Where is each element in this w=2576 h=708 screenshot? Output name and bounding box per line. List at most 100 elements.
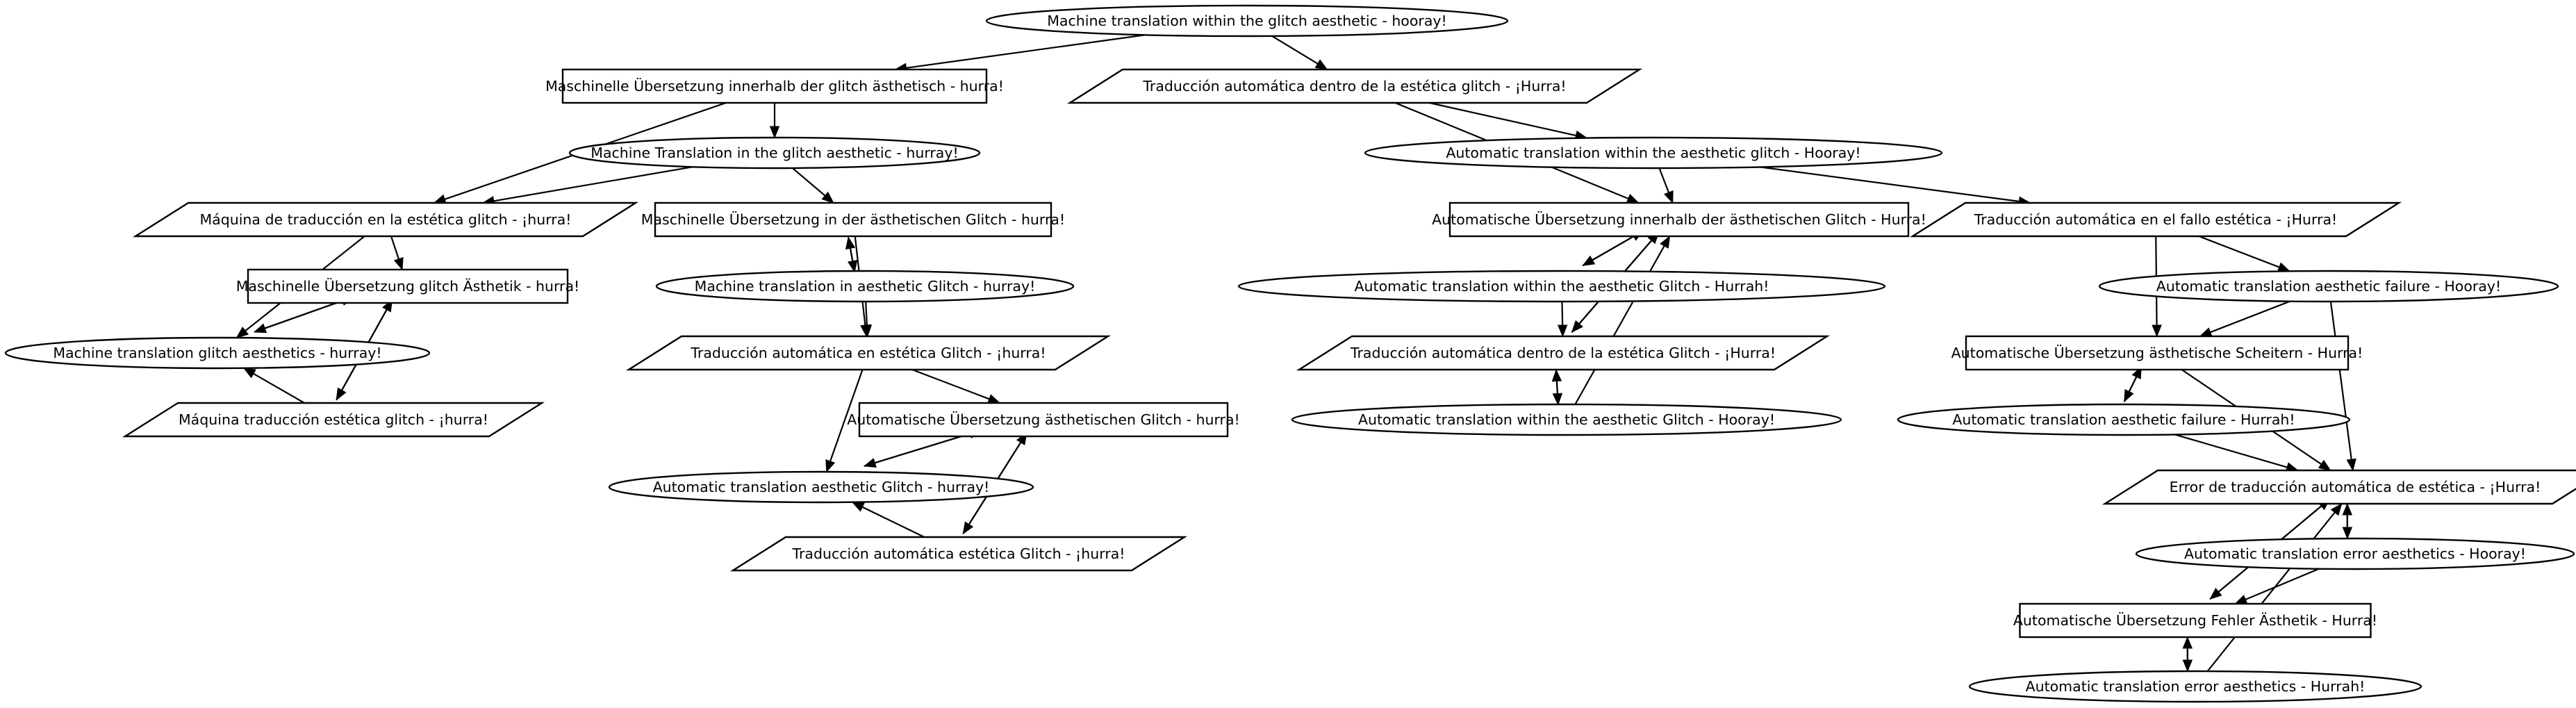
node-label: Maschinelle Übersetzung innerhalb der gl… bbox=[545, 77, 1004, 94]
edge-line bbox=[493, 166, 693, 202]
arrowhead-icon bbox=[1551, 369, 1562, 382]
arrowhead-icon bbox=[1664, 190, 1674, 204]
box-shape bbox=[1965, 335, 2350, 371]
box-shape bbox=[2019, 602, 2372, 639]
arrowhead-icon bbox=[821, 191, 834, 204]
node-label: Machine Translation in the glitch aesthe… bbox=[591, 145, 958, 161]
edge-n10-to-n11 bbox=[911, 368, 1001, 404]
parallelogram-shape bbox=[132, 201, 639, 238]
node-label: Automatic translation within the aesthet… bbox=[1446, 145, 1860, 161]
arrowhead-icon bbox=[1626, 194, 1640, 204]
edge-line bbox=[849, 248, 856, 272]
node-maquina-de-traduccion-en-la-estetica-glitch-hurra: Máquina de traducción en la estética gli… bbox=[132, 201, 639, 238]
ellipse-shape bbox=[4, 336, 431, 370]
node-label: Machine translation in aesthetic Glitch … bbox=[695, 278, 1036, 295]
edge-line bbox=[390, 236, 399, 260]
node-label: Traducción automática en el fallo estéti… bbox=[1974, 211, 2338, 228]
node-automatische-ubersetzung-fehler-asthetik-hurra: Automatische Übersetzung Fehler Ästhetik… bbox=[2013, 602, 2377, 639]
arrowhead-icon bbox=[987, 394, 1001, 404]
node-label: Automatische Übersetzung Fehler Ästhetik… bbox=[2013, 611, 2377, 629]
arrowhead-icon bbox=[2346, 458, 2356, 472]
arrowhead-icon bbox=[2234, 594, 2248, 604]
edge-n22-to-n23 bbox=[2174, 434, 2299, 472]
edge-line bbox=[864, 433, 971, 467]
edge-line bbox=[792, 167, 826, 197]
edge-n14-to-n15 bbox=[1658, 167, 1674, 204]
edge-line bbox=[911, 368, 990, 400]
node-label: Automatic translation aesthetic failure … bbox=[1952, 411, 2295, 428]
edge-n3-to-n5 bbox=[792, 167, 834, 204]
node-label: Automatic translation error aesthetics -… bbox=[2184, 545, 2526, 562]
node-maquina-traduccion-estetica-glitch-hurra: Máquina traducción estética glitch - ¡hu… bbox=[122, 402, 545, 438]
box-shape bbox=[561, 68, 988, 104]
parallelogram-shape bbox=[729, 536, 1188, 572]
node-label: Traducción automática estética Glitch - … bbox=[791, 545, 1125, 562]
node-label: Automatic translation within the aesthet… bbox=[1355, 278, 1769, 295]
parallelogram-shape bbox=[1909, 201, 2402, 238]
arrowhead-icon bbox=[1557, 324, 1568, 338]
node-error-de-traduccion-automatica-de-estetica-hurra: Error de traducción automática de estéti… bbox=[2102, 469, 2576, 505]
ellipse-shape bbox=[1364, 136, 1943, 170]
edge-line bbox=[2210, 300, 2290, 334]
edge-n14-to-n16 bbox=[1760, 166, 2031, 207]
box-shape bbox=[1448, 201, 1910, 238]
arrowhead-icon bbox=[845, 236, 856, 250]
parallelogram-shape bbox=[1066, 68, 1643, 104]
arrowhead-icon bbox=[2199, 327, 2213, 337]
node-automatische-ubersetzung-asthetischen-glitch-hurra: Automatische Übersetzung ästhetischen Gl… bbox=[847, 402, 1240, 438]
node-traduccion-automatica-dentro-de-la-estetica-glitch-hurra: Traducción automática dentro de la estét… bbox=[1066, 68, 1643, 104]
edge-line bbox=[906, 34, 1146, 69]
arrowhead-icon bbox=[236, 327, 249, 338]
edge-line bbox=[1574, 245, 1665, 405]
node-machine-translation-in-aesthetic-glitch-hurray: Machine translation in aesthetic Glitch … bbox=[655, 270, 1075, 303]
ellipse-shape bbox=[2135, 537, 2575, 570]
ellipse-shape bbox=[568, 136, 981, 170]
edge-n4-to-n6 bbox=[390, 236, 404, 271]
arrowhead-icon bbox=[2182, 636, 2193, 649]
node-automatic-translation-error-aesthetics-hooray: Automatic translation error aesthetics -… bbox=[2135, 537, 2575, 570]
node-traduccion-automatica-en-el-fallo-estetica-hurra: Traducción automática en el fallo estéti… bbox=[1909, 201, 2402, 238]
node-label: Maschinelle Übersetzung glitch Ästhetik … bbox=[236, 277, 580, 295]
edge-line bbox=[1555, 381, 1559, 405]
ellipse-shape bbox=[1897, 403, 2351, 436]
node-traduccion-automatica-dentro-de-la-estetica-glitch-hurra: Traducción automática dentro de la estét… bbox=[1296, 335, 1831, 371]
node-maschinelle-ubersetzung-in-der-asthetischen-glitch-hurra: Maschinelle Übersetzung in der ästhetisc… bbox=[641, 201, 1065, 238]
edge-n26-to-n25 bbox=[2182, 636, 2193, 672]
arrowhead-icon bbox=[851, 502, 865, 512]
edge-n1-to-n3 bbox=[769, 103, 780, 139]
ellipse-shape bbox=[2098, 270, 2559, 303]
edge-n8-to-n7 bbox=[242, 368, 305, 404]
box-shape bbox=[858, 402, 1229, 438]
node-label: Machine translation within the glitch ae… bbox=[1047, 13, 1447, 29]
edge-line bbox=[2174, 434, 2288, 468]
node-label: Automatische Übersetzung ästhetische Sch… bbox=[1951, 344, 2363, 361]
arrowhead-icon bbox=[1660, 235, 1671, 249]
node-automatische-ubersetzung-innerhalb-der-asthetischen-glitch-hurra: Automatische Übersetzung innerhalb der ä… bbox=[1432, 201, 1926, 238]
edge-line bbox=[865, 301, 868, 326]
edge-n0-to-n1 bbox=[894, 34, 1146, 73]
ellipse-shape bbox=[1237, 270, 1886, 303]
node-traduccion-automatica-estetica-glitch-hurra: Traducción automática estética Glitch - … bbox=[729, 536, 1188, 572]
ellipse-shape bbox=[1968, 670, 2422, 703]
arrowhead-icon bbox=[393, 257, 404, 271]
node-automatic-translation-aesthetic-failure-hooray: Automatic translation aesthetic failure … bbox=[2098, 270, 2559, 303]
node-label: Automatic translation aesthetic failure … bbox=[2156, 278, 2501, 295]
edge-line bbox=[2329, 301, 2352, 460]
node-machine-translation-glitch-aesthetics-hurray: Machine translation glitch aesthetics - … bbox=[4, 336, 431, 370]
node-label: Máquina traducción estética glitch - ¡hu… bbox=[179, 411, 488, 428]
node-maschinelle-ubersetzung-glitch-asthetik-hurra: Maschinelle Übersetzung glitch Ästhetik … bbox=[236, 268, 580, 304]
node-label: Traducción automática dentro de la estét… bbox=[1350, 345, 1776, 361]
arrowhead-icon bbox=[2277, 262, 2291, 272]
parallelogram-shape bbox=[2102, 469, 2576, 505]
edge-n24-to-n23 bbox=[2342, 502, 2353, 539]
edge-line bbox=[861, 506, 925, 538]
node-automatic-translation-within-the-aesthetic-glitch-hooray: Automatic translation within the aesthet… bbox=[1364, 136, 1943, 170]
node-label: Maschinelle Übersetzung in der ästhetisc… bbox=[641, 211, 1065, 228]
edge-n20-to-n21 bbox=[2199, 300, 2290, 337]
edge-n9-to-n5 bbox=[845, 236, 856, 272]
ellipse-shape bbox=[608, 470, 1034, 504]
edge-line bbox=[2206, 511, 2336, 672]
arrowhead-icon bbox=[825, 459, 836, 473]
node-label: Automatic translation error aesthetics -… bbox=[2026, 678, 2366, 695]
